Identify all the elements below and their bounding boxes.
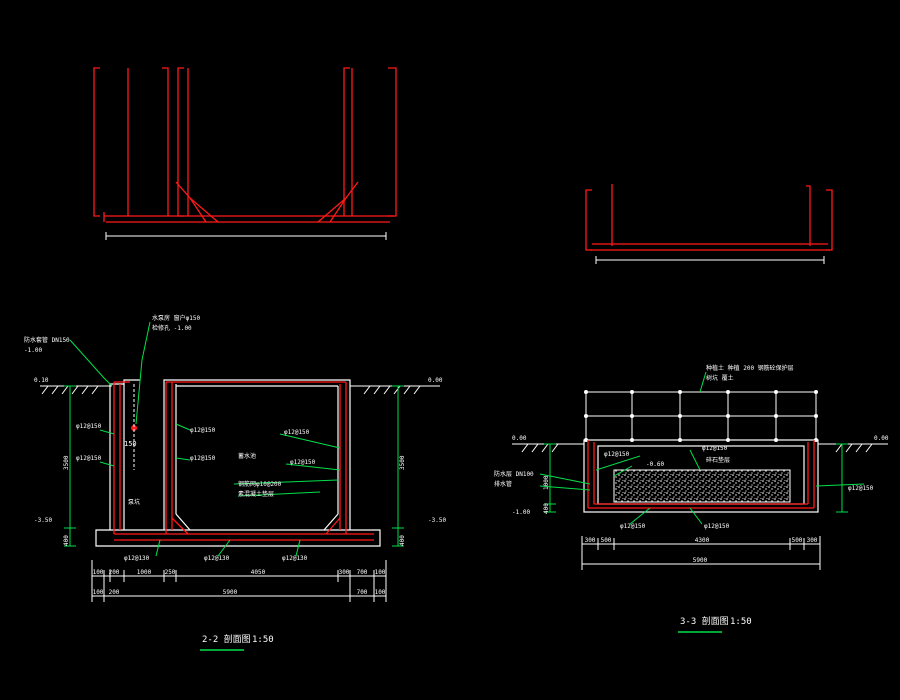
leaders-22: [69, 321, 341, 557]
dim-label: 500: [792, 537, 803, 544]
rebar-detail-upper-right: [585, 184, 833, 251]
dim-horizontal-22: [91, 560, 387, 602]
section-33-scale: 1:50: [730, 617, 752, 627]
section-33: 0.00 0.00 -1.00 种植土 种植 200 钢筋砼保护层 树坑 覆土 …: [494, 364, 889, 633]
elev-bottom-left-22: -3.50: [34, 517, 52, 524]
dim-label: 4050: [251, 569, 266, 576]
note-left-2-33: 排水管: [494, 480, 512, 488]
dim-base-33: 400: [543, 503, 550, 514]
note-1-22: 钢筋网φ10@200: [238, 480, 282, 488]
dim-label: 700: [357, 589, 368, 596]
rebar-4-33: φ12@150: [704, 523, 730, 530]
dim-label: 100: [93, 569, 104, 576]
dim-label: 5900: [223, 589, 238, 596]
bottom-rebar-2-22: φ12@130: [204, 555, 230, 562]
rebar-left-2-22: φ12@150: [76, 455, 102, 462]
dim-height-33: 1000: [543, 475, 550, 490]
dim-label: 100: [375, 569, 386, 576]
marker-150-22: 150: [124, 440, 137, 448]
rebar-detail-upper-left-baseline: [105, 232, 387, 240]
section-33-title: 3-3 剖面图: [680, 615, 729, 627]
pipe-marker: [131, 425, 137, 431]
dim-row1-33: 300 500 4300 500 300: [585, 537, 818, 544]
elev-left-22: 0.10: [34, 377, 49, 384]
ground-line-33-right: [818, 443, 888, 453]
elev-right-33: 0.00: [874, 435, 889, 442]
rebar-mid-2-22: φ12@150: [190, 455, 216, 462]
callout-left-1-22: 防水套管 DN150: [24, 336, 70, 344]
elev-bottom-left-33: -1.00: [512, 509, 530, 516]
section-22-scale: 1:50: [252, 635, 274, 645]
section-22-title: 2-2 剖面图: [202, 633, 251, 645]
dim-label: 100: [375, 589, 386, 596]
elev-right-22: 0.00: [428, 377, 443, 384]
rebar-3-33: φ12@150: [620, 523, 646, 530]
room-label-2-22: 蓄水池: [238, 452, 256, 460]
dim-height-right-22: 3500: [399, 455, 406, 470]
callout-top-2-22: 检修孔 -1.00: [152, 324, 192, 332]
tank-concrete-outline: [95, 379, 381, 547]
rebar-2-33: φ12@150: [702, 445, 728, 452]
callout-top-1-22: 水泵房 窗户φ150: [152, 314, 200, 322]
rebar-left-1-22: φ12@150: [76, 423, 102, 430]
elev-bottom-right-22: -3.50: [428, 517, 446, 524]
note-2-22: 素混凝土垫层: [238, 490, 274, 498]
leaders-33: [539, 371, 865, 525]
dim-height-left-22: 3500: [63, 455, 70, 470]
callout-top-2-33: 树坑 覆土: [706, 374, 734, 382]
dim-label: 250: [165, 569, 176, 576]
planter-rebar: [587, 440, 815, 509]
rebar-1-33: φ12@150: [604, 451, 630, 458]
dim-label: 4300: [695, 537, 710, 544]
callout-top-33: 种植土 种植 200 钢筋砼保护层: [706, 364, 794, 372]
dim-row2-33: 5900: [693, 557, 708, 564]
section-22: 0.10 0.00 -3.50 -3.50 水泵房 窗户φ150 检修孔 -1.…: [24, 314, 446, 651]
rebar-mid-1-22: φ12@150: [190, 427, 216, 434]
dim-label: 100: [93, 589, 104, 596]
dim-row1-22: 100 200 1000 250 4050 300 700 100: [93, 569, 386, 576]
gravel-fill: [613, 469, 791, 503]
rebar-right-33: φ12@150: [848, 485, 874, 492]
bottom-rebar-1-22: φ12@130: [124, 555, 150, 562]
dim-label: 200: [109, 589, 120, 596]
dim-label: 300: [585, 537, 596, 544]
tank-rebar: [113, 381, 374, 541]
dim-row2-22: 100 200 5900 700 100: [93, 589, 386, 596]
dim-label: 500: [601, 537, 612, 544]
rebar-detail-upper-right-baseline: [595, 256, 825, 264]
bottom-rebar-3-22: φ12@130: [282, 555, 308, 562]
dim-label: 200: [109, 569, 120, 576]
callout-left-2-22: -1.00: [24, 347, 42, 354]
dim-vertical-left: [64, 385, 76, 547]
dim-label: 300: [807, 537, 818, 544]
rebar-detail-upper-left: [93, 67, 397, 223]
note-left-1-33: 防水层 DN100: [494, 470, 534, 478]
rebar-right-2-22: φ12@150: [290, 459, 316, 466]
level-mid-33: -0.60: [646, 461, 664, 468]
dim-base-left-22: 400: [63, 535, 70, 546]
rebar-right-1-22: φ12@150: [284, 429, 310, 436]
room-label-1-22: 泵坑: [128, 498, 140, 506]
note-fill-33: 碎石垫层: [706, 456, 730, 464]
elev-left-33: 0.00: [512, 435, 527, 442]
dim-label: 700: [357, 569, 368, 576]
dim-horizontal-33: [581, 536, 821, 570]
dim-vertical-33: [544, 443, 848, 513]
dim-label: 1000: [137, 569, 152, 576]
dim-label: 5900: [693, 557, 708, 564]
dim-base-right-22: 400: [399, 535, 406, 546]
dim-label: 300: [339, 569, 350, 576]
dim-vertical-right: [392, 385, 404, 547]
